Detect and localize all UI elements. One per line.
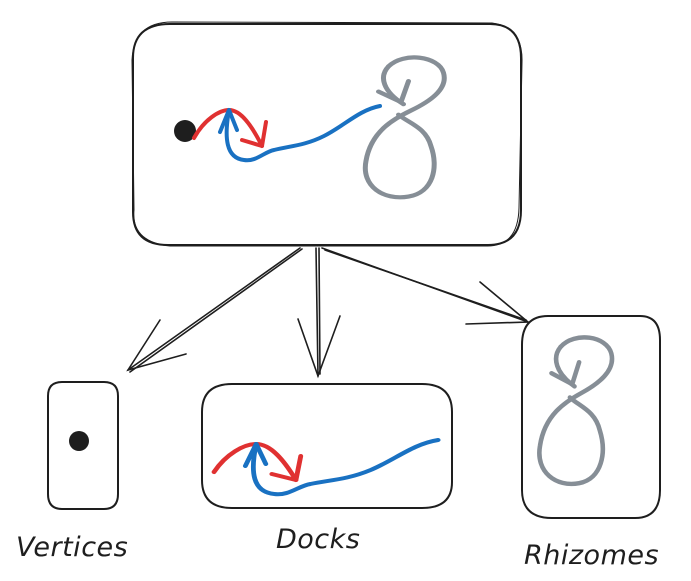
edge-source-to-docks <box>297 247 341 379</box>
edge-source-to-vertices <box>126 247 303 373</box>
edge-source-to-rhizomes <box>321 247 531 325</box>
docks-box <box>201 383 453 509</box>
source-node[interactable] <box>131 21 523 247</box>
docks-node[interactable]: Docks <box>201 383 453 555</box>
rhizome-loop <box>539 337 612 484</box>
rhizomes-label: Rhizomes <box>524 540 659 571</box>
vertices-box <box>47 381 119 510</box>
vertex-dot <box>69 431 89 451</box>
vertices-node[interactable]: Vertices <box>16 381 128 563</box>
vertices-label: Vertices <box>16 532 128 563</box>
dock-path <box>214 440 438 494</box>
vertex-dot <box>174 120 196 142</box>
rhizomes-box <box>521 315 661 519</box>
docks-label: Docks <box>276 524 360 555</box>
rhizome-loop <box>365 57 444 197</box>
dock-path <box>192 104 382 163</box>
rhizomes-node[interactable]: Rhizomes <box>521 315 661 571</box>
